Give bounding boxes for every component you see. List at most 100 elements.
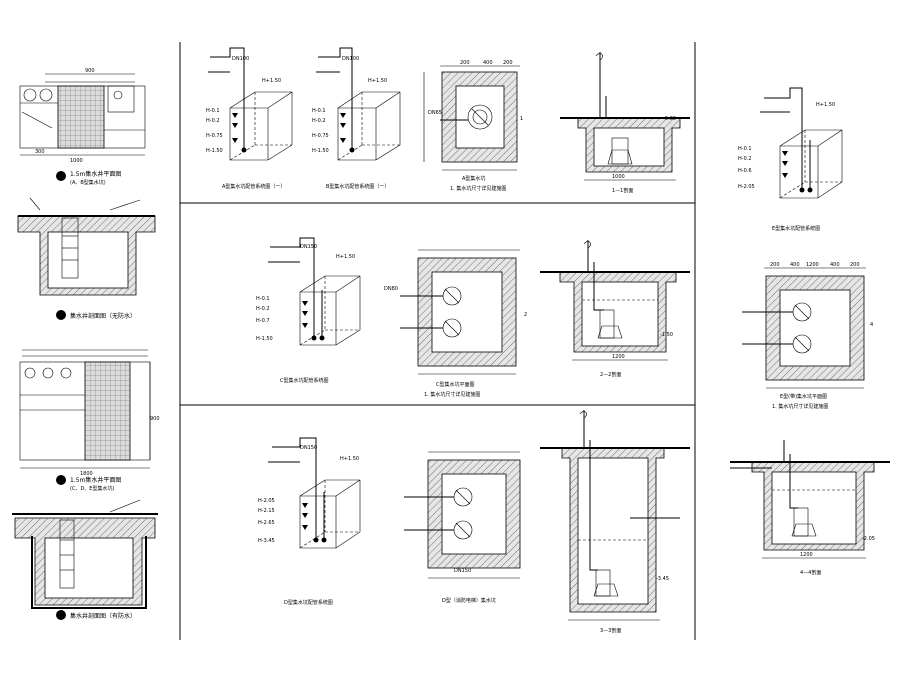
- dim-label: 900: [85, 68, 95, 74]
- pipe-label: DN150: [454, 568, 471, 574]
- row3-plan: DN150 D型（消防电梯）集水坑: [404, 451, 521, 604]
- dim-label: 200: [770, 262, 780, 268]
- right-plan: 200 400 1200 400 200 E型(带)集水坑平面图 1. 集水坑尺…: [742, 262, 873, 410]
- plan-a-caption: 1.5m集水井平面图: [70, 170, 121, 178]
- pipe-label: DN100: [232, 56, 249, 62]
- diagram-caption: A型集水坑配管系统图（一）: [222, 183, 285, 190]
- pipe-label: DN150: [300, 445, 317, 451]
- plan-caption: C型集水坑平面图: [436, 381, 475, 388]
- pipe-label: DN80: [384, 286, 398, 292]
- section-2-caption: 集水井剖面图（有防水）: [70, 612, 136, 620]
- level-label: H+1.50: [262, 78, 281, 84]
- right-section: 1200 4—4剖面 -2.05: [730, 440, 890, 576]
- level-label: H-0.1: [738, 146, 752, 152]
- svg-text:-3.45: -3.45: [656, 576, 669, 582]
- section-caption: 1—1剖面: [612, 187, 633, 194]
- left-section-2: 集水井剖面图（有防水）: [12, 499, 158, 620]
- level-label: H-0.1: [312, 108, 326, 114]
- plan-note: 1. 集水坑尺寸详见建施图: [450, 185, 506, 192]
- section-caption: 2—2剖面: [600, 371, 621, 378]
- level-label: H+1.50: [368, 78, 387, 84]
- level-label: H-0.2: [256, 306, 270, 312]
- detail-marker: [56, 171, 66, 181]
- left-plan-b: 900 1800 1.5m集水井平面图 (C、D、E型集水坑): [19, 349, 160, 492]
- level-label: H-0.2: [312, 118, 326, 124]
- row1-section: 1000 1—1剖面 -0.60: [560, 52, 690, 194]
- dim-label: 900: [150, 416, 160, 422]
- detail-marker: [56, 610, 66, 620]
- section-1-caption: 集水井剖面图（无防水）: [70, 312, 136, 320]
- level-label: H-0.1: [256, 296, 270, 302]
- level-label: H-0.75: [206, 133, 223, 139]
- level-label: H-0.75: [312, 133, 329, 139]
- pipe-label: DN150: [300, 244, 317, 250]
- level-label: H-0.2: [738, 156, 752, 162]
- detail-marker: [56, 310, 66, 320]
- row3-section: 3—3剖面 -3.45: [540, 410, 690, 634]
- row1-plan: 200 400 200 DN65 A型集水坑 1. 集水坑尺寸详见建施图 1: [423, 60, 523, 192]
- diagram-caption: D型集水坑配管系统图: [284, 599, 333, 606]
- dim-label: 200: [850, 262, 860, 268]
- row2-plan: DN80 C型集水坑平面图 1. 集水坑尺寸详见建施图 2: [384, 249, 527, 398]
- row2-system: DN150 H+1.50 H-0.1 H-0.2 H-0.7 H-1.50 C型…: [256, 237, 361, 384]
- level-label: H-3.45: [258, 538, 275, 544]
- level-label: H-2.65: [258, 520, 275, 526]
- level-label: H-1.50: [256, 336, 273, 342]
- plan-caption: D型（消防电梯）集水坑: [442, 597, 496, 604]
- plan-b-caption: 1.5m集水井平面图: [70, 476, 121, 484]
- svg-text:1: 1: [520, 116, 523, 122]
- svg-text:200: 200: [503, 60, 513, 66]
- section-caption: 3—3剖面: [600, 627, 621, 634]
- plan-b-subcaption: (C、D、E型集水坑): [70, 485, 114, 492]
- level-label: H-0.1: [206, 108, 220, 114]
- plan-a-subcaption: (A、B型集水坑): [70, 179, 106, 186]
- level-label: H+1.50: [340, 456, 359, 462]
- svg-text:400: 400: [483, 60, 493, 66]
- level-label: H-2.05: [738, 184, 755, 190]
- row2-section: 1200 2—2剖面 -1.50: [540, 240, 690, 378]
- level-label: H-0.6: [738, 168, 752, 174]
- svg-text:-2.05: -2.05: [862, 536, 875, 542]
- svg-text:2: 2: [524, 312, 527, 318]
- dim-label: 1200: [806, 262, 819, 268]
- plan-note: 1. 集水坑尺寸详见建施图: [424, 391, 480, 398]
- pipe-label: DN100: [342, 56, 359, 62]
- svg-text:4: 4: [870, 322, 873, 328]
- level-label: H-1.50: [206, 148, 223, 154]
- row1-system-a: DN100 H+1.50 H-0.1 H-0.2 H-0.75 H-1.50 A…: [206, 47, 293, 190]
- dim-label: 1000: [70, 158, 83, 164]
- dim-label: 400: [830, 262, 840, 268]
- diagram-caption: B型集水坑配管系统图（一）: [326, 183, 389, 190]
- svg-text:-0.60: -0.60: [663, 116, 676, 122]
- row1-system-b: DN100 H+1.50 H-0.1 H-0.2 H-0.75 H-1.50 B…: [312, 47, 401, 190]
- level-label: H-0.2: [206, 118, 220, 124]
- plan-caption: E型(带)集水坑平面图: [780, 393, 827, 400]
- frame-lines: [179, 42, 696, 640]
- section-caption: 4—4剖面: [800, 569, 821, 576]
- level-label: H+1.50: [816, 102, 835, 108]
- dim-label: 1800: [80, 471, 93, 477]
- pipe-label: DN65: [428, 110, 442, 116]
- level-label: H-1.50: [312, 148, 329, 154]
- level-label: H-2.05: [258, 498, 275, 504]
- left-plan-a: 900 300 1000 1.5m集水井平面图 (A、B型集水坑): [19, 68, 146, 186]
- svg-text:1200: 1200: [800, 552, 813, 558]
- grate: [84, 361, 131, 461]
- dim-label: 400: [790, 262, 800, 268]
- detail-marker: [56, 475, 66, 485]
- row3-system: DN150 H+1.50 H-2.05 H-2.15 H-2.65 H-3.45…: [258, 437, 361, 606]
- svg-text:1200: 1200: [612, 354, 625, 360]
- diagram-caption: E型集水坑配管系统图: [772, 225, 820, 232]
- level-label: H-2.15: [258, 508, 275, 514]
- level-label: H-0.7: [256, 318, 270, 324]
- right-system: H+1.50 H-0.1 H-0.2 H-0.6 H-2.05 E型集水坑配管系…: [738, 87, 843, 232]
- left-section-1: 集水井剖面图（无防水）: [17, 197, 156, 320]
- svg-text:1000: 1000: [612, 174, 625, 180]
- dim-label: 300: [35, 149, 45, 155]
- svg-text:-1.50: -1.50: [660, 332, 673, 338]
- svg-text:200: 200: [460, 60, 470, 66]
- level-label: H+1.50: [336, 254, 355, 260]
- plan-caption: A型集水坑: [462, 175, 485, 182]
- grate: [57, 85, 105, 149]
